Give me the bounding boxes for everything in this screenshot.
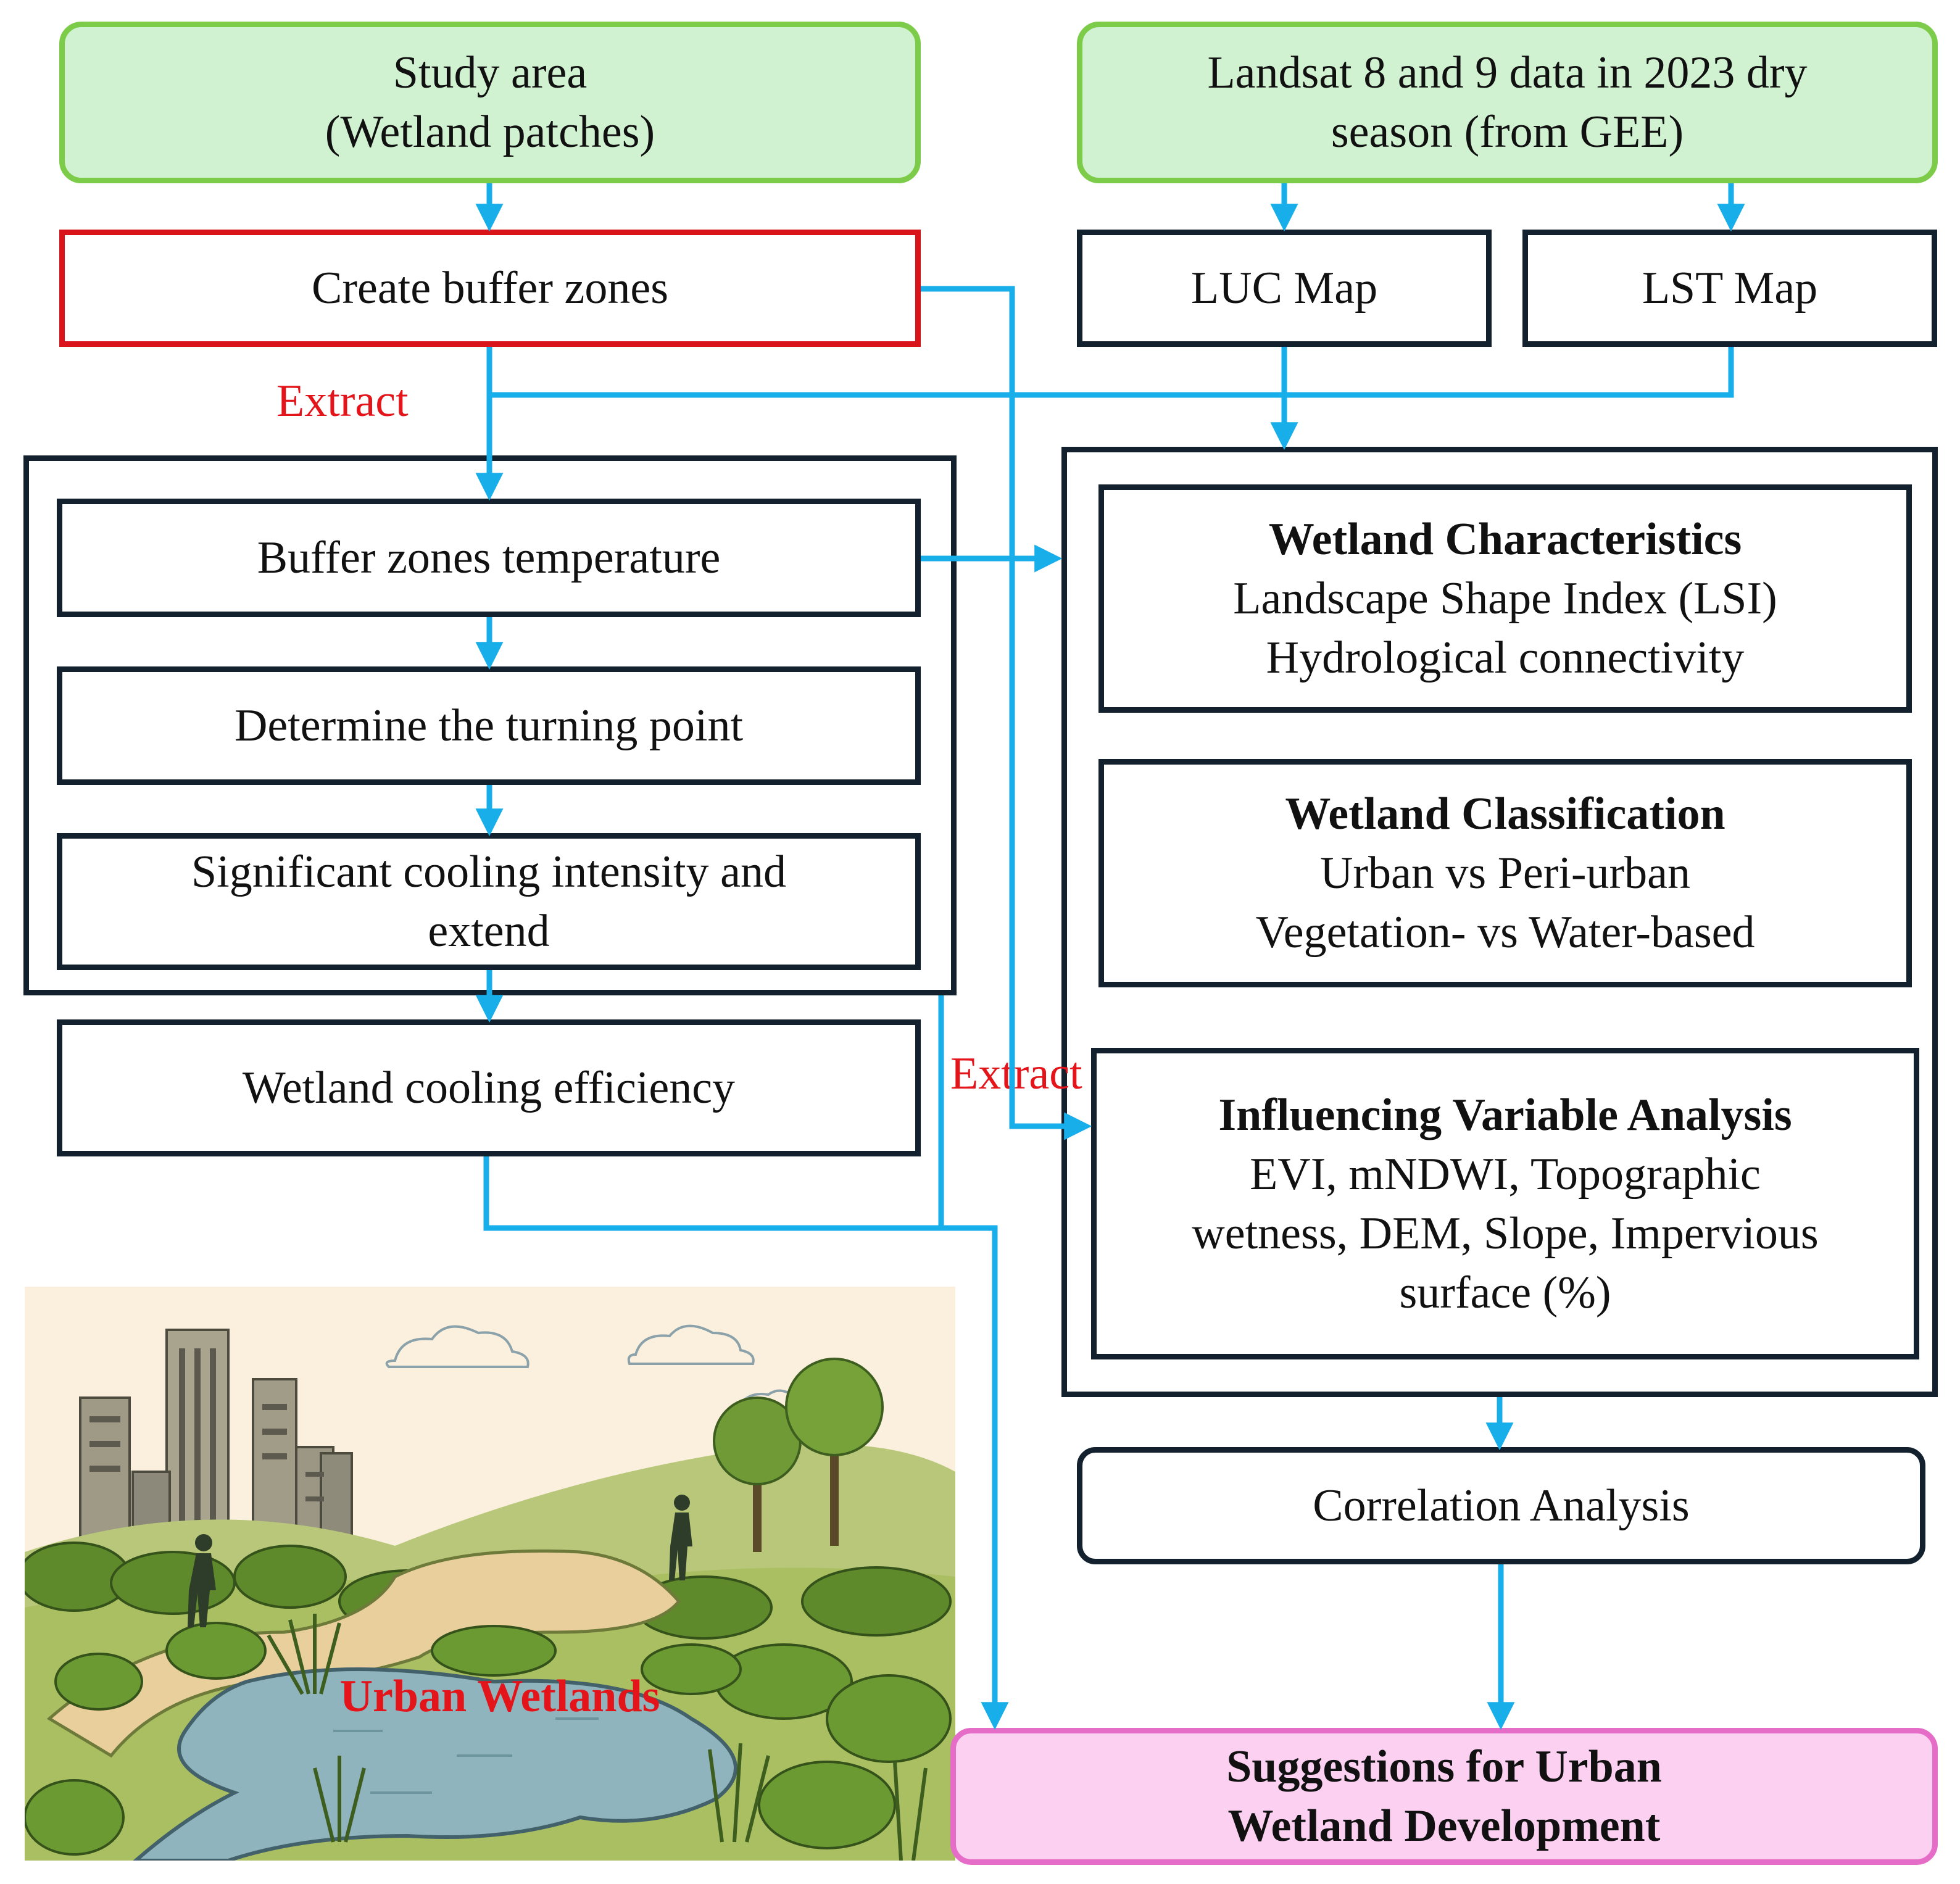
create-buffer-zones-box: Create buffer zones (59, 230, 921, 347)
lst-map-box: LST Map (1522, 230, 1937, 347)
cooling-efficiency-box: Wetland cooling efficiency (57, 1019, 921, 1156)
study-area-box: Study area (Wetland patches) (59, 22, 921, 183)
correlation-analysis-box: Correlation Analysis (1077, 1447, 1925, 1564)
extract-label-middle: Extract (950, 1048, 1082, 1099)
wetland-characteristics-box: Wetland Characteristics Landscape Shape … (1098, 484, 1912, 713)
influencing-variable-box: Influencing Variable Analysis EVI, mNDWI… (1091, 1048, 1919, 1359)
arrow-buffer-to-influencing (921, 286, 1092, 1140)
buffer-zones-temperature-box: Buffer zones temperature (57, 499, 921, 617)
suggestions-box: Suggestions for Urban Wetland Developmen… (950, 1728, 1938, 1865)
line-lst-extract (489, 347, 1734, 398)
urban-wetland-illustration: Urban Wetlands (25, 1287, 955, 1861)
arrow-efficiency-to-suggestions (483, 1156, 1009, 1730)
extract-label-top: Extract (276, 376, 409, 426)
turning-point-box: Determine the turning point (57, 666, 921, 785)
right-analysis-frame (1061, 447, 1938, 1397)
luc-map-box: LUC Map (1077, 230, 1492, 347)
landsat-data-box: Landsat 8 and 9 data in 2023 dry season … (1077, 22, 1938, 183)
wetland-classification-box: Wetland Classification Urban vs Peri-urb… (1098, 759, 1912, 987)
urban-wetlands-label: Urban Wetlands (340, 1671, 660, 1722)
